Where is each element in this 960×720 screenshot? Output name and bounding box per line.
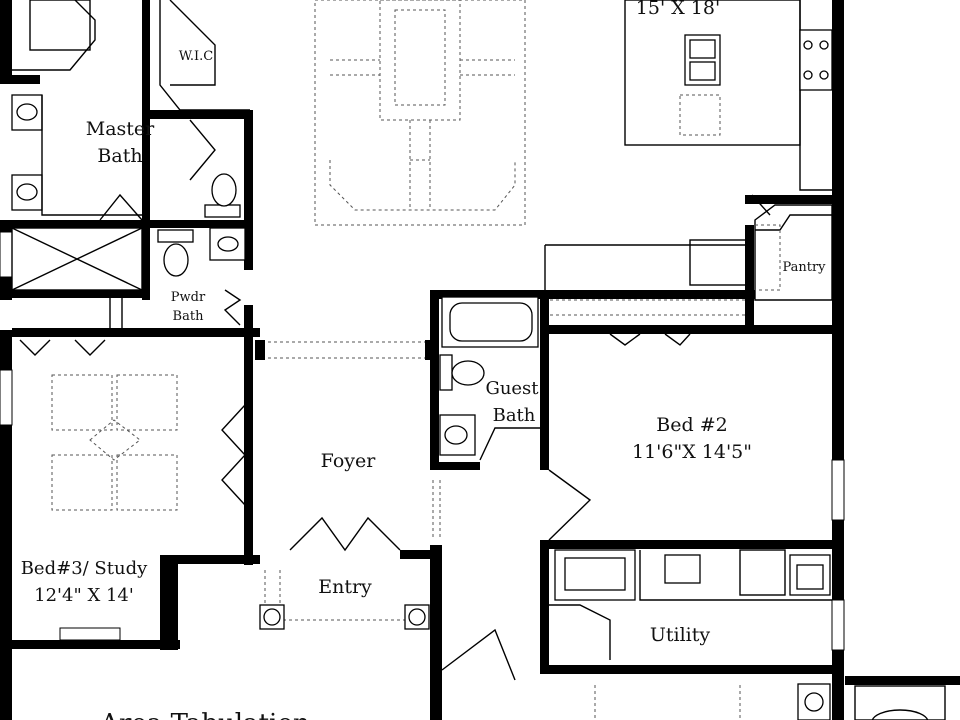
area-tabulation-title: Area Tabulation <box>99 709 310 720</box>
lower-fixtures <box>594 683 946 720</box>
master-bath-label-line2: Bath <box>97 145 142 167</box>
powder-bath-fixtures <box>109 227 246 331</box>
bed3-dimension-label: 12'4" X 14' <box>34 585 134 606</box>
dining-table <box>314 0 526 226</box>
master-bath-fixtures <box>11 0 250 291</box>
pantry-fixtures <box>751 194 833 301</box>
powder-bath-label-line2: Bath <box>173 309 205 324</box>
guest-bath-label-line1: Guest <box>485 378 539 399</box>
entry-label: Entry <box>318 576 372 598</box>
bed2-dimension-label: 11'6"X 14'5" <box>632 441 752 463</box>
bed3-fixtures <box>19 339 246 511</box>
guest-bath-fixtures <box>439 296 540 461</box>
wic-label: W.I.C <box>179 49 213 64</box>
master-bath-label-line1: Master <box>86 118 155 140</box>
bed2-name-label: Bed #2 <box>656 414 727 436</box>
utility-label: Utility <box>650 624 711 646</box>
pantry-label: Pantry <box>782 260 826 275</box>
foyer-entry <box>255 340 516 681</box>
bed2-fixtures <box>548 333 691 541</box>
kitchen-dimension-label: 15' X 18' <box>636 0 720 19</box>
foyer-label: Foyer <box>321 450 377 472</box>
powder-bath-label-line1: Pwdr <box>171 290 206 305</box>
guest-bath-label-line2: Bath <box>493 405 536 426</box>
windows <box>0 231 845 651</box>
bed3-name-label: Bed#3/ Study <box>21 558 148 579</box>
utility-fixtures <box>549 549 832 660</box>
kitchen-fixtures <box>544 0 833 316</box>
